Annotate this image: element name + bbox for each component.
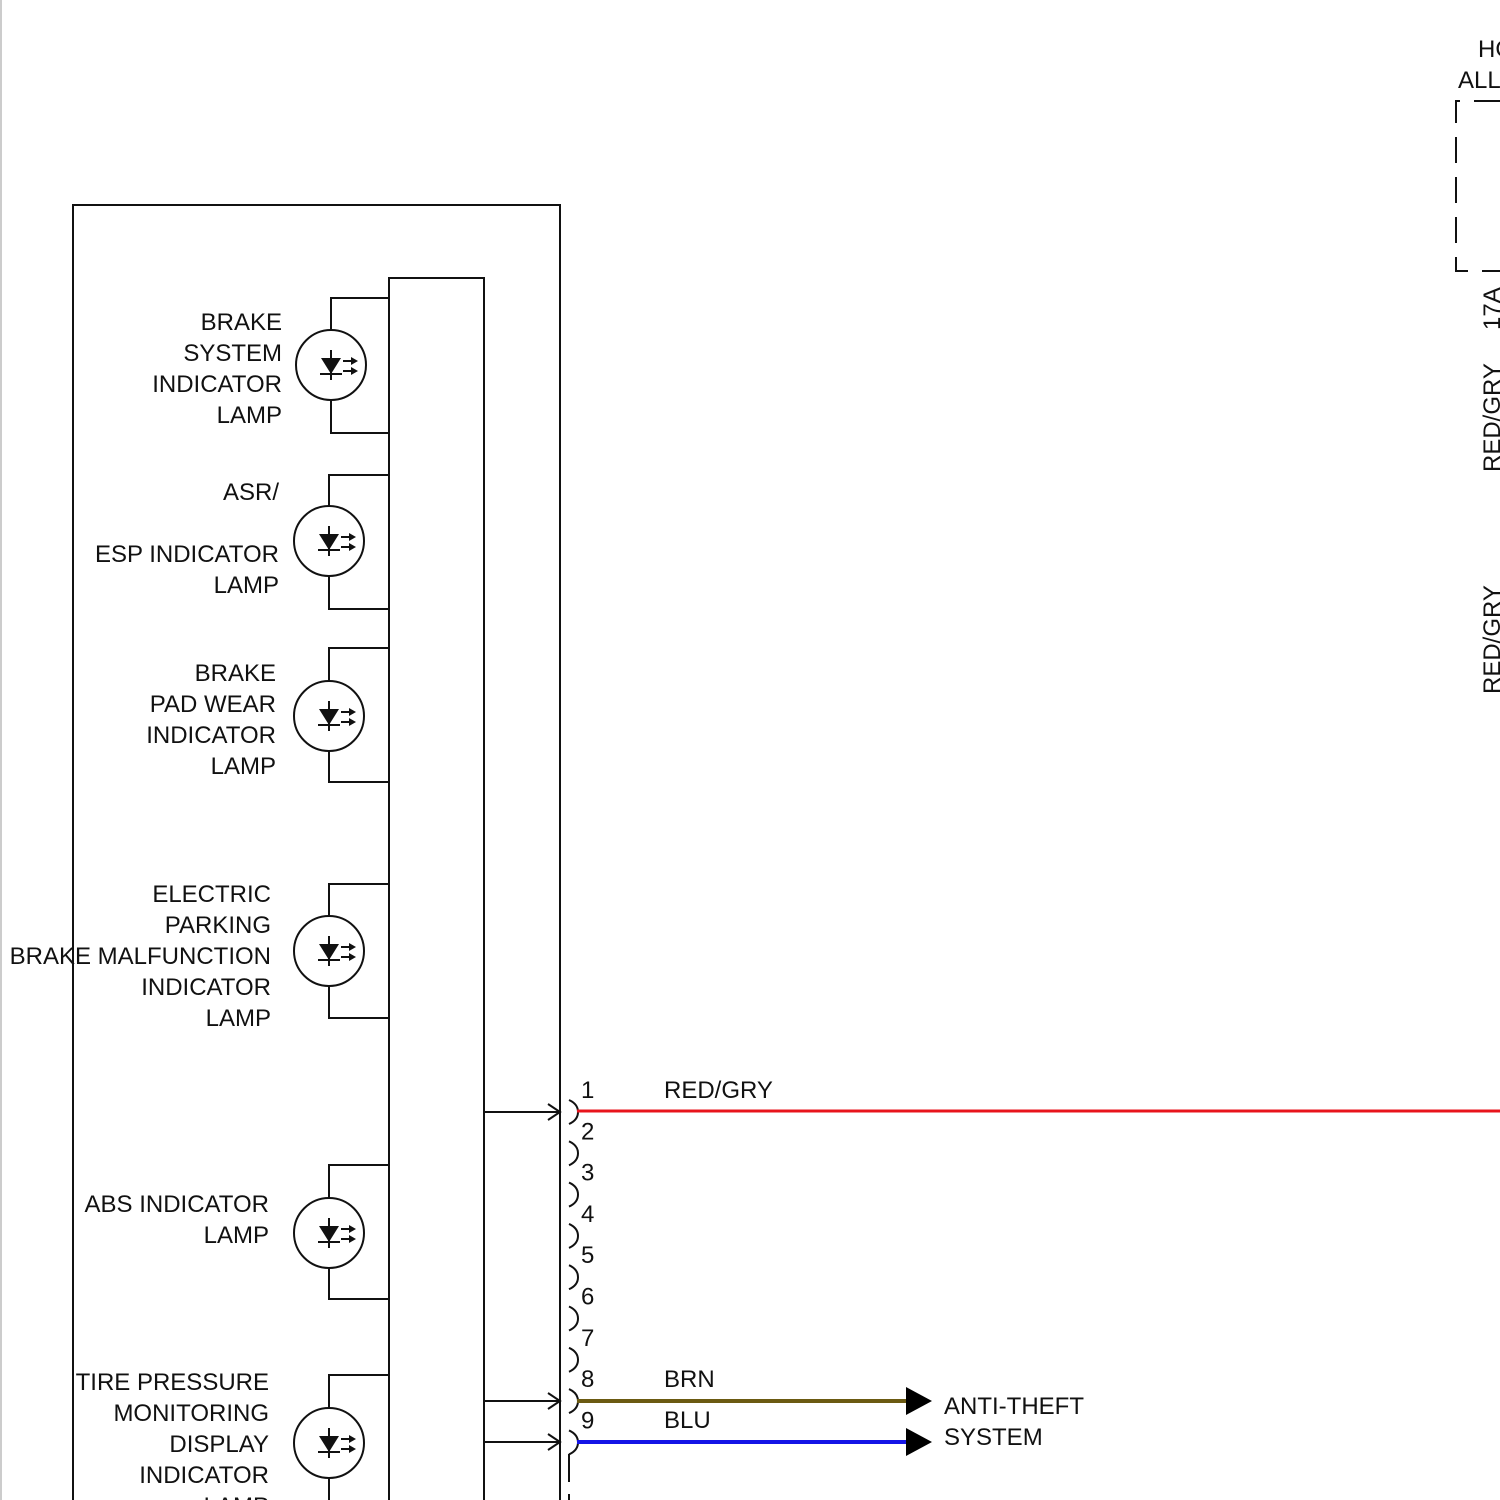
lamp-label-line: ASR/ xyxy=(223,479,279,506)
connector-pin-1: 1 xyxy=(569,1077,594,1124)
module-label-line-2: ALL xyxy=(1458,67,1500,94)
lamp-label-line: LAMP xyxy=(206,1005,271,1032)
module-dashed-box xyxy=(1456,101,1500,271)
lamp-label-line: LAMP xyxy=(217,402,282,429)
lamp-label-line: ELECTRIC xyxy=(152,881,271,908)
lamp-label-line: MONITORING xyxy=(113,1400,269,1427)
lamp-label-line: SYSTEM xyxy=(183,340,282,367)
lamp-label-line: LAMP xyxy=(204,1493,269,1500)
pin-number: 3 xyxy=(581,1160,594,1187)
destination-label-line-2: SYSTEM xyxy=(944,1424,1043,1451)
lamp-label-line: INDICATOR xyxy=(141,974,271,1001)
right-edge-module: HO ALL 17A RED/GRY RED/GRY xyxy=(1456,36,1500,694)
lamp-label-line: BRAKE xyxy=(195,660,276,687)
wires: RED/GRY BRN BLU ANTI-THEFT SYSTEM xyxy=(577,1077,1500,1456)
cluster-circuit-board xyxy=(389,278,484,1500)
pin-number: 7 xyxy=(581,1325,594,1352)
arrow-pin-9 xyxy=(906,1428,932,1456)
lamp-label-line: ESP INDICATOR xyxy=(95,541,279,568)
lamp-label-line: PAD WEAR xyxy=(150,691,276,718)
lamp-brake-pad-wear: BRAKE PAD WEAR INDICATOR LAMP xyxy=(146,648,389,782)
lamp-asr-esp: ASR/ESP INDICATOR LAMP xyxy=(95,475,389,609)
connector-pin-5: 5 xyxy=(569,1242,594,1289)
pin-number: 1 xyxy=(581,1077,594,1104)
connector-pin-4: 4 xyxy=(569,1201,594,1248)
destination-label-line-1: ANTI-THEFT xyxy=(944,1393,1084,1420)
lamp-label-line: DISPLAY xyxy=(169,1431,269,1458)
lamp-brake-system: BRAKE SYSTEM INDICATOR LAMP xyxy=(152,298,389,433)
wire-label-pin-9: BLU xyxy=(664,1407,711,1434)
pin-number: 9 xyxy=(581,1407,594,1434)
connector-pin-9: 9 xyxy=(569,1407,594,1454)
lamp-label-line: INDICATOR xyxy=(139,1462,269,1489)
pin-number: 5 xyxy=(581,1242,594,1269)
lamp-tpms-display: TIRE PRESSURE MONITORING DISPLAY INDICATOR L… xyxy=(76,1369,389,1500)
lamp-label-line: BRAKE xyxy=(201,309,282,336)
connector-pin-3: 3 xyxy=(569,1160,594,1207)
cluster-connector: 1 2 3 4 5 6 7 8 9 xyxy=(569,1077,594,1500)
wire-label-pin-1: RED/GRY xyxy=(664,1077,773,1104)
lamp-epb-malfunction: ELECTRIC PARKING BRAKE MALFUNCTION INDICATO… xyxy=(10,881,389,1032)
lamp-label-line: INDICATOR xyxy=(152,371,282,398)
connector-pin-6: 6 xyxy=(569,1284,594,1331)
fuse-label: 17A xyxy=(1479,287,1500,330)
pin-number: 6 xyxy=(581,1284,594,1311)
pin-number: 8 xyxy=(581,1366,594,1393)
lamp-label-line: BRAKE MALFUNCTION xyxy=(10,943,271,970)
lamp-label-line: LAMP xyxy=(214,572,279,599)
lamp-label-line: INDICATOR xyxy=(146,722,276,749)
lamp-label-line: ABS INDICATOR xyxy=(85,1191,269,1218)
right-wire-label-2: RED/GRY xyxy=(1479,585,1500,694)
lamp-abs: ABS INDICATOR LAMP xyxy=(85,1165,389,1299)
pin-number: 4 xyxy=(581,1201,594,1228)
arrow-pin-8 xyxy=(906,1387,932,1415)
connector-pin-8: 8 xyxy=(569,1366,594,1413)
internal-connections xyxy=(484,1104,560,1450)
instrument-cluster-box xyxy=(73,205,560,1500)
pin-number: 2 xyxy=(581,1118,594,1145)
lamp-label-line: LAMP xyxy=(211,753,276,780)
connector-pin-2: 2 xyxy=(569,1118,594,1165)
wire-label-pin-8: BRN xyxy=(664,1366,715,1393)
lamp-label-line: TIRE PRESSURE xyxy=(76,1369,269,1396)
lamp-label-line: PARKING xyxy=(165,912,271,939)
right-wire-label-1: RED/GRY xyxy=(1479,363,1500,472)
lamp-label-line: LAMP xyxy=(204,1222,269,1249)
connector-pin-7: 7 xyxy=(569,1325,594,1372)
module-label-line-1: HO xyxy=(1478,36,1500,63)
